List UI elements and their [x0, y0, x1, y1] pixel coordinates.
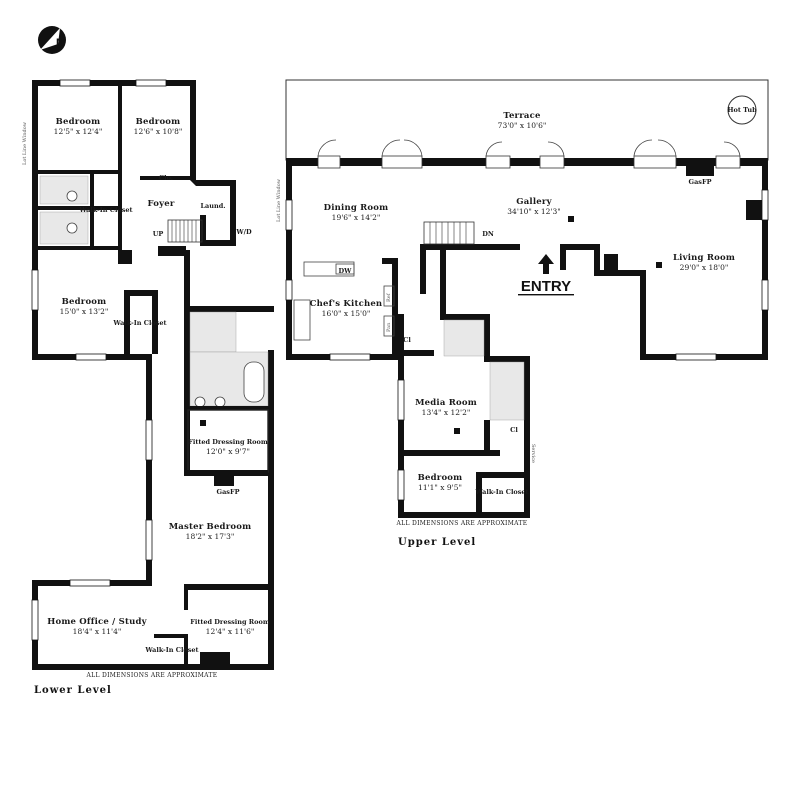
dining-room-dims: 19'6" x 14'2" — [332, 213, 381, 222]
lower-bedroom-3-dims: 15'0" x 13'2" — [60, 307, 109, 316]
terrace-dims: 73'0" x 10'6" — [498, 121, 547, 130]
media-room-name: Media Room — [415, 398, 477, 408]
upper-walkin-label: Walk-In Closet — [474, 488, 528, 496]
fitted-dressing-2-dims: 12'4" x 11'6" — [206, 627, 255, 636]
fitted-dressing-1-dims: 12'0" x 9'7" — [206, 447, 250, 456]
upper-level-plan: Lot Line Window Terrace 73'0" x 10'6" Ho… — [276, 79, 769, 548]
chefs-kitchen-dims: 16'0" x 15'0" — [322, 309, 371, 318]
upper-level-title: Upper Level — [398, 537, 476, 548]
lower-closet-label: Clo. — [159, 174, 173, 182]
washer-dryer-label: W/D — [235, 228, 252, 236]
gallery-dims: 34'10" x 12'3" — [507, 207, 560, 216]
upper-bedroom-name: Bedroom — [418, 473, 463, 483]
chefs-kitchen-name: Chef's Kitchen — [310, 299, 383, 309]
lower-walkin-2-label: Walk-In Closet — [112, 319, 166, 327]
upper-stair — [423, 221, 475, 245]
foyer-label: Foyer — [147, 199, 174, 209]
lower-stair — [167, 219, 203, 243]
lower-approximate-note: ALL DIMENSIONS ARE APPROXIMATE — [86, 672, 218, 679]
entry-arrow-icon — [538, 254, 554, 274]
lower-gasfp-label: GasFP — [217, 488, 240, 496]
upper-closet-1-label: Cl — [403, 336, 411, 344]
living-room-dims: 29'0" x 18'0" — [680, 263, 729, 272]
home-office-dims: 18'4" x 11'4" — [73, 627, 122, 636]
lower-walkin-3-label: Walk-In Closet — [144, 646, 198, 654]
lower-level-title: Lower Level — [34, 685, 112, 696]
fitted-dressing-1-name: Fitted Dressing Room — [188, 438, 268, 446]
fitted-dressing-2-name: Fitted Dressing Room — [190, 618, 270, 626]
hot-tub-label: Hot Tub — [727, 106, 757, 114]
dining-room-name: Dining Room — [324, 203, 389, 213]
pantry-label: Pan — [386, 322, 392, 332]
lower-bedroom-1-name: Bedroom — [56, 117, 101, 127]
upper-approximate-note: ALL DIMENSIONS ARE APPROXIMATE — [396, 520, 528, 527]
compass-letter: N — [56, 37, 64, 49]
refrigerator-label: Ref — [386, 292, 392, 302]
lower-walkin-1-label: Walk-In Closet — [78, 206, 132, 214]
lower-bedroom-2-dims: 12'6" x 10'8" — [134, 127, 183, 136]
terrace-name: Terrace — [503, 111, 541, 121]
upper-gasfp-label: GasFP — [689, 178, 712, 186]
master-bedroom-dims: 18'2" x 17'3" — [186, 532, 235, 541]
media-room-dims: 13'4" x 12'2" — [422, 408, 471, 417]
dishwasher-label: DW — [339, 267, 353, 275]
upper-lot-line-label: Lot Line Window — [276, 178, 282, 222]
upper-bedroom-dims: 11'1" x 9'5" — [418, 483, 462, 492]
lower-lot-line-label: Lot Line Window — [22, 121, 28, 165]
lower-bedroom-3-name: Bedroom — [62, 297, 107, 307]
lower-bedroom-1-dims: 12'5" x 12'4" — [54, 127, 103, 136]
living-room-name: Living Room — [673, 253, 735, 263]
entry-label: ENTRY — [521, 278, 571, 295]
lower-stair-label: UP — [153, 230, 164, 238]
upper-closet-2-label: Cl — [510, 426, 518, 434]
lower-level-plan: Lot Line Window Bedroom 12'5" x 12'4" Be… — [22, 79, 274, 696]
gallery-name: Gallery — [516, 197, 552, 207]
upper-stair-label: DN — [482, 230, 494, 238]
home-office-name: Home Office / Study — [47, 617, 147, 627]
master-bedroom-name: Master Bedroom — [169, 522, 252, 532]
lower-bedroom-2-name: Bedroom — [136, 117, 181, 127]
compass-icon: N — [38, 26, 66, 54]
service-label: Service — [530, 444, 536, 463]
laundry-label: Laund. — [200, 202, 225, 210]
